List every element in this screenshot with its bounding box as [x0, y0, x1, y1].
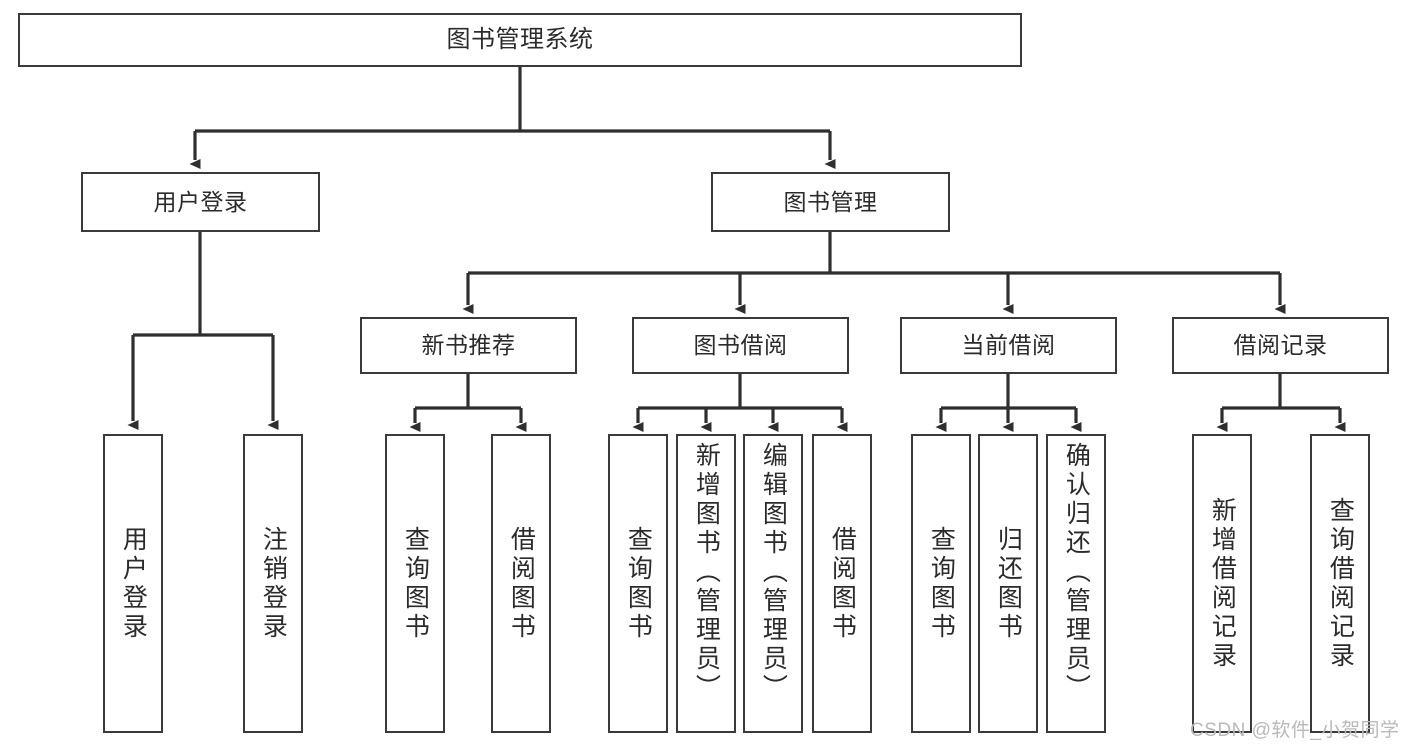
node-borrow-record[interactable]: 借阅记录 [1172, 317, 1389, 374]
leaf-current-query-book[interactable]: 查询图书 [911, 434, 971, 733]
leaf-recommend-query-book[interactable]: 查询图书 [385, 434, 445, 733]
node-new-book-recommend[interactable]: 新书推荐 [360, 317, 577, 374]
node-current-borrow[interactable]: 当前借阅 [900, 317, 1117, 374]
node-book-management[interactable]: 图书管理 [711, 172, 950, 232]
node-root-system[interactable]: 图书管理系统 [18, 13, 1022, 67]
leaf-record-query-borrow-record[interactable]: 查询借阅记录 [1310, 434, 1370, 733]
leaf-borrow-query-book[interactable]: 查询图书 [608, 434, 668, 733]
leaf-user-login-signout[interactable]: 注销登录 [243, 434, 303, 733]
leaf-record-add-borrow-record[interactable]: 新增借阅记录 [1192, 434, 1252, 733]
leaf-borrow-add-book-admin[interactable]: 新增图书（管理员） [676, 434, 736, 733]
node-book-borrow[interactable]: 图书借阅 [632, 317, 849, 374]
leaf-recommend-borrow-book[interactable]: 借阅图书 [491, 434, 551, 733]
leaf-current-confirm-return-admin[interactable]: 确认归还（管理员） [1046, 434, 1106, 733]
node-user-login[interactable]: 用户登录 [81, 172, 320, 232]
leaf-user-login-signin[interactable]: 用户登录 [103, 434, 163, 733]
csdn-watermark: CSDN @软件_小贺同学 [1190, 720, 1400, 741]
leaf-borrow-edit-book-admin[interactable]: 编辑图书（管理员） [743, 434, 803, 733]
leaf-current-return-book[interactable]: 归还图书 [978, 434, 1038, 733]
leaf-borrow-borrow-book[interactable]: 借阅图书 [812, 434, 872, 733]
